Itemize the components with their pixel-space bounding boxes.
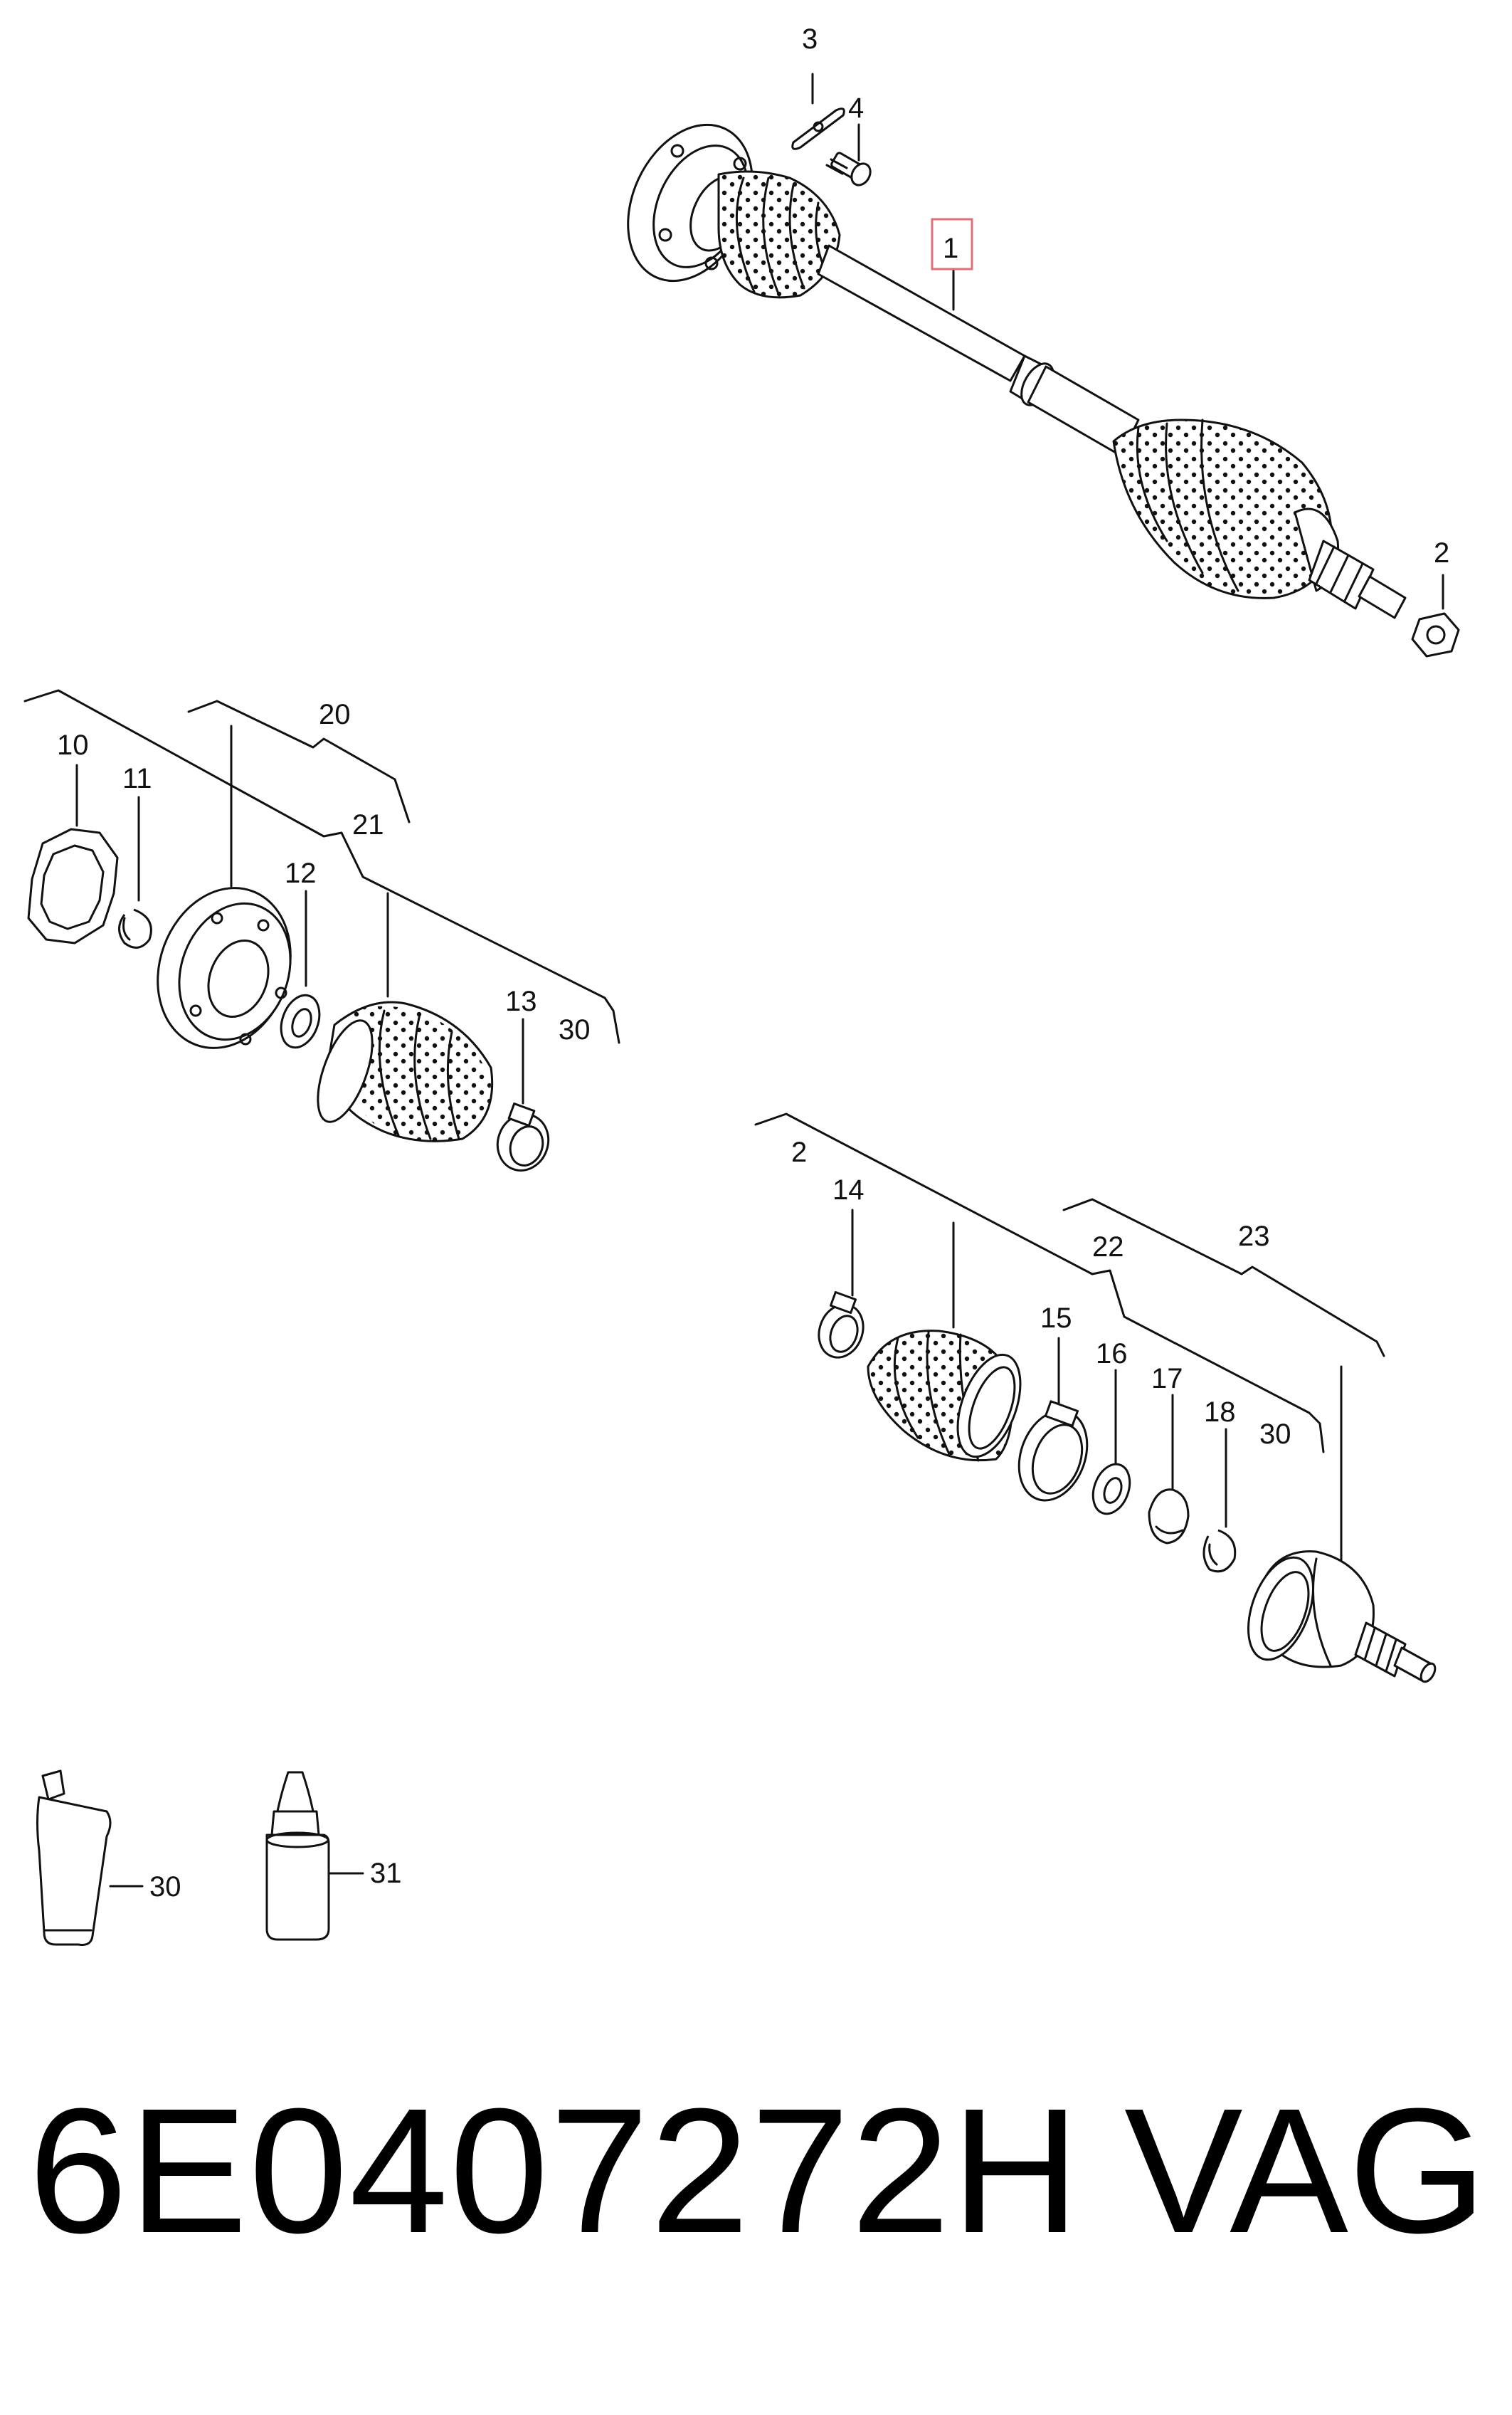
callout-22: 22 [1092,1231,1124,1263]
bolt-part [825,152,872,186]
outer-joint-group: 2 14 22 23 15 16 17 18 30 [754,1112,1437,1683]
callout-4: 4 [848,93,864,124]
grease-tube-part: 30 [36,1769,181,1946]
lock-plate-part [791,107,845,150]
callout-3: 3 [802,23,818,55]
brand-text: VAG [1124,2071,1487,2270]
callout-13: 13 [505,986,537,1017]
callout-1-highlight [931,218,973,270]
callout-30-lower: 30 [1259,1419,1291,1450]
callout-2: 2 [1434,537,1449,569]
callout-15: 15 [1040,1303,1072,1334]
callout-30: 30 [559,1014,591,1046]
callout-20: 20 [319,699,351,730]
callout-16: 16 [1096,1338,1128,1369]
callout-18: 18 [1204,1396,1236,1428]
callout-11: 11 [122,763,152,794]
callout-31: 31 [370,1858,402,1889]
callout-23: 23 [1238,1221,1270,1252]
part-number-text: 6E0407272H [28,2071,1082,2270]
callout-1: 1 [943,233,958,264]
callout-2-lower: 2 [791,1137,807,1168]
drive-shaft-assembly [627,123,1460,658]
callout-10: 10 [57,730,89,761]
callout-14: 14 [832,1174,865,1206]
inner-joint-group: 10 11 20 21 12 13 30 [23,689,620,1172]
footer: 6E0407272H VAG [0,2050,1512,2320]
callout-30-tube: 30 [149,1871,181,1903]
callout-17: 17 [1151,1363,1183,1394]
callout-12: 12 [285,858,317,889]
callout-21: 21 [352,809,384,841]
grease-bottle-part: 31 [265,1771,402,1941]
